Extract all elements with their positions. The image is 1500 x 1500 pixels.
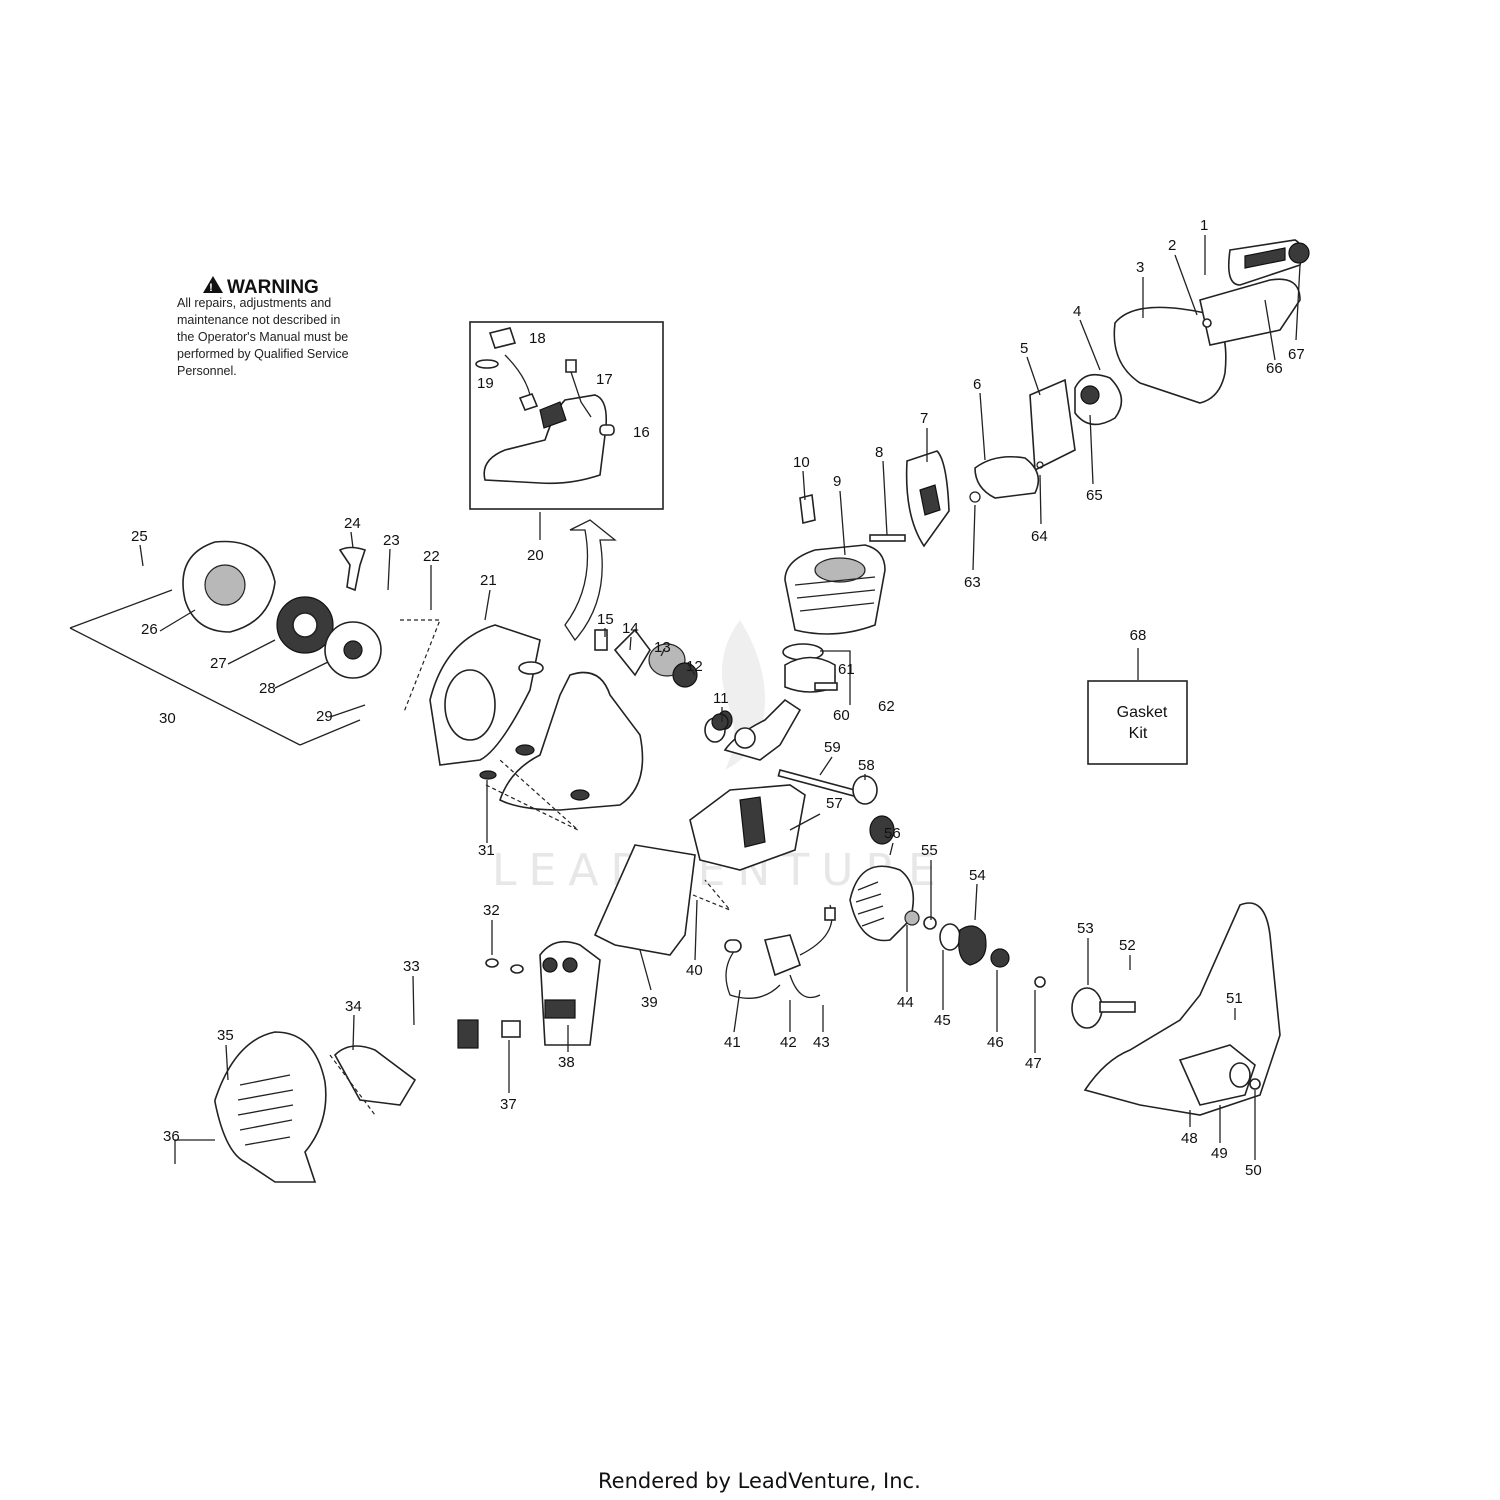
- callout-39: 39: [641, 994, 658, 1011]
- intake-assembly: [594, 628, 756, 749]
- callout-30: 30: [159, 710, 176, 727]
- callout-50: 50: [1245, 1162, 1262, 1179]
- callout-22: 22: [423, 548, 440, 565]
- fuel-tank-inset: [469, 321, 664, 510]
- callout-2: 2: [1168, 237, 1176, 254]
- callout-27: 27: [210, 655, 227, 672]
- warning-line-5: Personnel.: [177, 364, 237, 378]
- callout-49: 49: [1211, 1145, 1228, 1162]
- callout-11: 11: [713, 690, 729, 707]
- callout-20: 20: [527, 547, 544, 564]
- callout-67: 67: [1288, 346, 1305, 363]
- callout-26: 26: [141, 621, 158, 638]
- callout-48: 48: [1181, 1130, 1198, 1147]
- callout-4: 4: [1073, 303, 1081, 320]
- footer-credit: Rendered by LeadVenture, Inc.: [598, 1469, 921, 1493]
- callout-52: 52: [1119, 937, 1136, 954]
- callout-40: 40: [686, 962, 703, 979]
- callout-59: 59: [824, 739, 841, 756]
- callout-5: 5: [1020, 340, 1028, 357]
- leader-lines: [139, 235, 1301, 1160]
- callout-18: 18: [529, 330, 546, 347]
- callout-65: 65: [1086, 487, 1103, 504]
- callout-58: 58: [858, 757, 875, 774]
- callout-1: 1: [1200, 217, 1208, 234]
- callout-43: 43: [813, 1034, 830, 1051]
- callout-24: 24: [344, 515, 361, 532]
- callout-68: 68: [1130, 627, 1147, 644]
- grouping-lines: [69, 512, 1139, 1164]
- callout-42: 42: [780, 1034, 797, 1051]
- callout-6: 6: [973, 376, 981, 393]
- callout-23: 23: [383, 532, 400, 549]
- gear-head-assembly: [1071, 902, 1281, 1116]
- callout-38: 38: [558, 1054, 575, 1071]
- callout-10: 10: [793, 454, 810, 471]
- callout-64: 64: [1031, 528, 1048, 545]
- air-filter-assembly: [905, 239, 1310, 548]
- warning-line-3: the Operator's Manual must be: [177, 330, 348, 344]
- lower-cover-assembly: [214, 844, 696, 1183]
- callout-32: 32: [483, 902, 500, 919]
- callout-7: 7: [920, 410, 928, 427]
- cylinder-assembly: [782, 494, 906, 693]
- warning-triangle-icon: [203, 276, 223, 293]
- callout-19: 19: [477, 375, 494, 392]
- callout-53: 53: [1077, 920, 1094, 937]
- callout-21: 21: [480, 572, 497, 589]
- callout-51: 51: [1226, 990, 1243, 1007]
- callout-28: 28: [259, 680, 276, 697]
- callout-25: 25: [131, 528, 148, 545]
- callout-34: 34: [345, 998, 362, 1015]
- callout-37: 37: [500, 1096, 517, 1113]
- callout-3: 3: [1136, 259, 1144, 276]
- callout-57: 57: [826, 795, 843, 812]
- callout-61: 61: [838, 661, 855, 678]
- callout-66: 66: [1266, 360, 1283, 377]
- callout-63: 63: [964, 574, 981, 591]
- callout-33: 33: [403, 958, 420, 975]
- callout-46: 46: [987, 1034, 1004, 1051]
- callout-17: 17: [596, 371, 613, 388]
- callout-60: 60: [833, 707, 850, 724]
- callout-16: 16: [633, 424, 650, 441]
- callout-54: 54: [969, 867, 986, 884]
- callout-47: 47: [1025, 1055, 1042, 1072]
- callout-31: 31: [478, 842, 495, 859]
- warning-line-1: All repairs, adjustments and: [177, 296, 331, 310]
- warning-block: ! WARNING All repairs, adjustments and m…: [177, 276, 349, 378]
- callout-29: 29: [316, 708, 333, 725]
- starter-assembly: [182, 540, 644, 811]
- callout-labels: 1 2 3 4 5 6 7 8 9 10 11 12 13 14 15 16 1…: [131, 217, 1305, 1179]
- callout-55: 55: [921, 842, 938, 859]
- ignition-assembly: [724, 904, 836, 999]
- callout-41: 41: [724, 1034, 741, 1051]
- callout-15: 15: [597, 611, 614, 628]
- callout-44: 44: [897, 994, 914, 1011]
- callout-62: 62: [878, 698, 895, 715]
- callout-45: 45: [934, 1012, 951, 1029]
- callout-56: 56: [884, 825, 901, 842]
- gasket-kit-label-line2: Kit: [1129, 725, 1148, 742]
- callout-8: 8: [875, 444, 883, 461]
- gasket-kit-label-line1: Gasket: [1117, 704, 1168, 721]
- warning-line-4: performed by Qualified Service: [177, 347, 349, 361]
- callout-12: 12: [686, 658, 703, 675]
- warning-title: WARNING: [227, 277, 319, 298]
- warning-line-2: maintenance not described in: [177, 313, 340, 327]
- callout-13: 13: [654, 639, 671, 656]
- flywheel-assembly: [849, 865, 1046, 988]
- callout-35: 35: [217, 1027, 234, 1044]
- gasket-kit-box: 68 Gasket Kit: [1087, 627, 1188, 765]
- callout-36: 36: [163, 1128, 180, 1145]
- callout-14: 14: [622, 620, 639, 637]
- svg-text:!: !: [209, 282, 213, 294]
- callout-9: 9: [833, 473, 841, 490]
